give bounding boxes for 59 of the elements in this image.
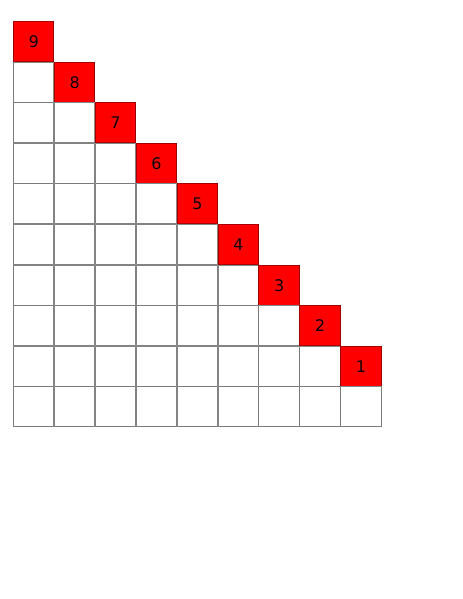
grid-square (340, 386, 382, 428)
grid-square (13, 142, 54, 184)
cell-number: 9 (28, 32, 39, 52)
grid-square (218, 386, 259, 428)
grid-square (54, 264, 96, 306)
grid-square (176, 224, 218, 266)
grid-square (136, 386, 178, 428)
grid-square (94, 224, 136, 266)
grid-square (218, 264, 259, 306)
numbered-square (54, 62, 96, 103)
numbered-square (94, 102, 136, 144)
grid-square (176, 386, 218, 428)
grid-square (13, 386, 54, 428)
grid-square (136, 346, 178, 387)
grid-square (94, 142, 136, 184)
grid-square (13, 102, 54, 144)
grid-square (136, 264, 178, 306)
cell-number: 7 (110, 113, 121, 132)
grid-square (176, 264, 218, 306)
grid-square (13, 346, 54, 387)
grid-square (136, 305, 178, 346)
cell-number: 5 (192, 194, 202, 214)
grid-square (13, 224, 54, 266)
grid-square (218, 305, 259, 346)
grid-square (176, 305, 218, 346)
grid-square (94, 346, 136, 387)
grid-square (54, 102, 96, 144)
grid-square (54, 305, 96, 346)
grid-square (13, 183, 54, 224)
grid-square (218, 346, 259, 387)
grid-square (258, 305, 300, 346)
cell-number: 2 (314, 316, 326, 336)
cell-number: 6 (151, 154, 162, 173)
cell-number: 8 (69, 72, 80, 92)
cell-number: 1 (356, 356, 366, 376)
grid-square (54, 142, 96, 184)
cell-number: 3 (274, 276, 284, 295)
grid-square (54, 224, 96, 266)
grid-square (54, 386, 96, 428)
numbered-square (176, 183, 218, 224)
numbered-square (13, 21, 54, 62)
numbered-square (258, 264, 300, 306)
grid-square (13, 62, 54, 103)
cell-number: 4 (233, 235, 244, 254)
numbered-square (218, 224, 259, 266)
grid-square (13, 264, 54, 306)
numbered-square (136, 142, 178, 184)
grid-square (13, 305, 54, 346)
grid-square (94, 264, 136, 306)
numbered-square (299, 305, 341, 346)
grid-square (54, 346, 96, 387)
grid-square (136, 224, 178, 266)
grid-square (176, 346, 218, 387)
grid-square (94, 386, 136, 428)
grid-square (94, 305, 136, 346)
grid-square (136, 183, 178, 224)
numbered-square (340, 346, 382, 387)
grid-square (94, 183, 136, 224)
grid-square (54, 183, 96, 224)
